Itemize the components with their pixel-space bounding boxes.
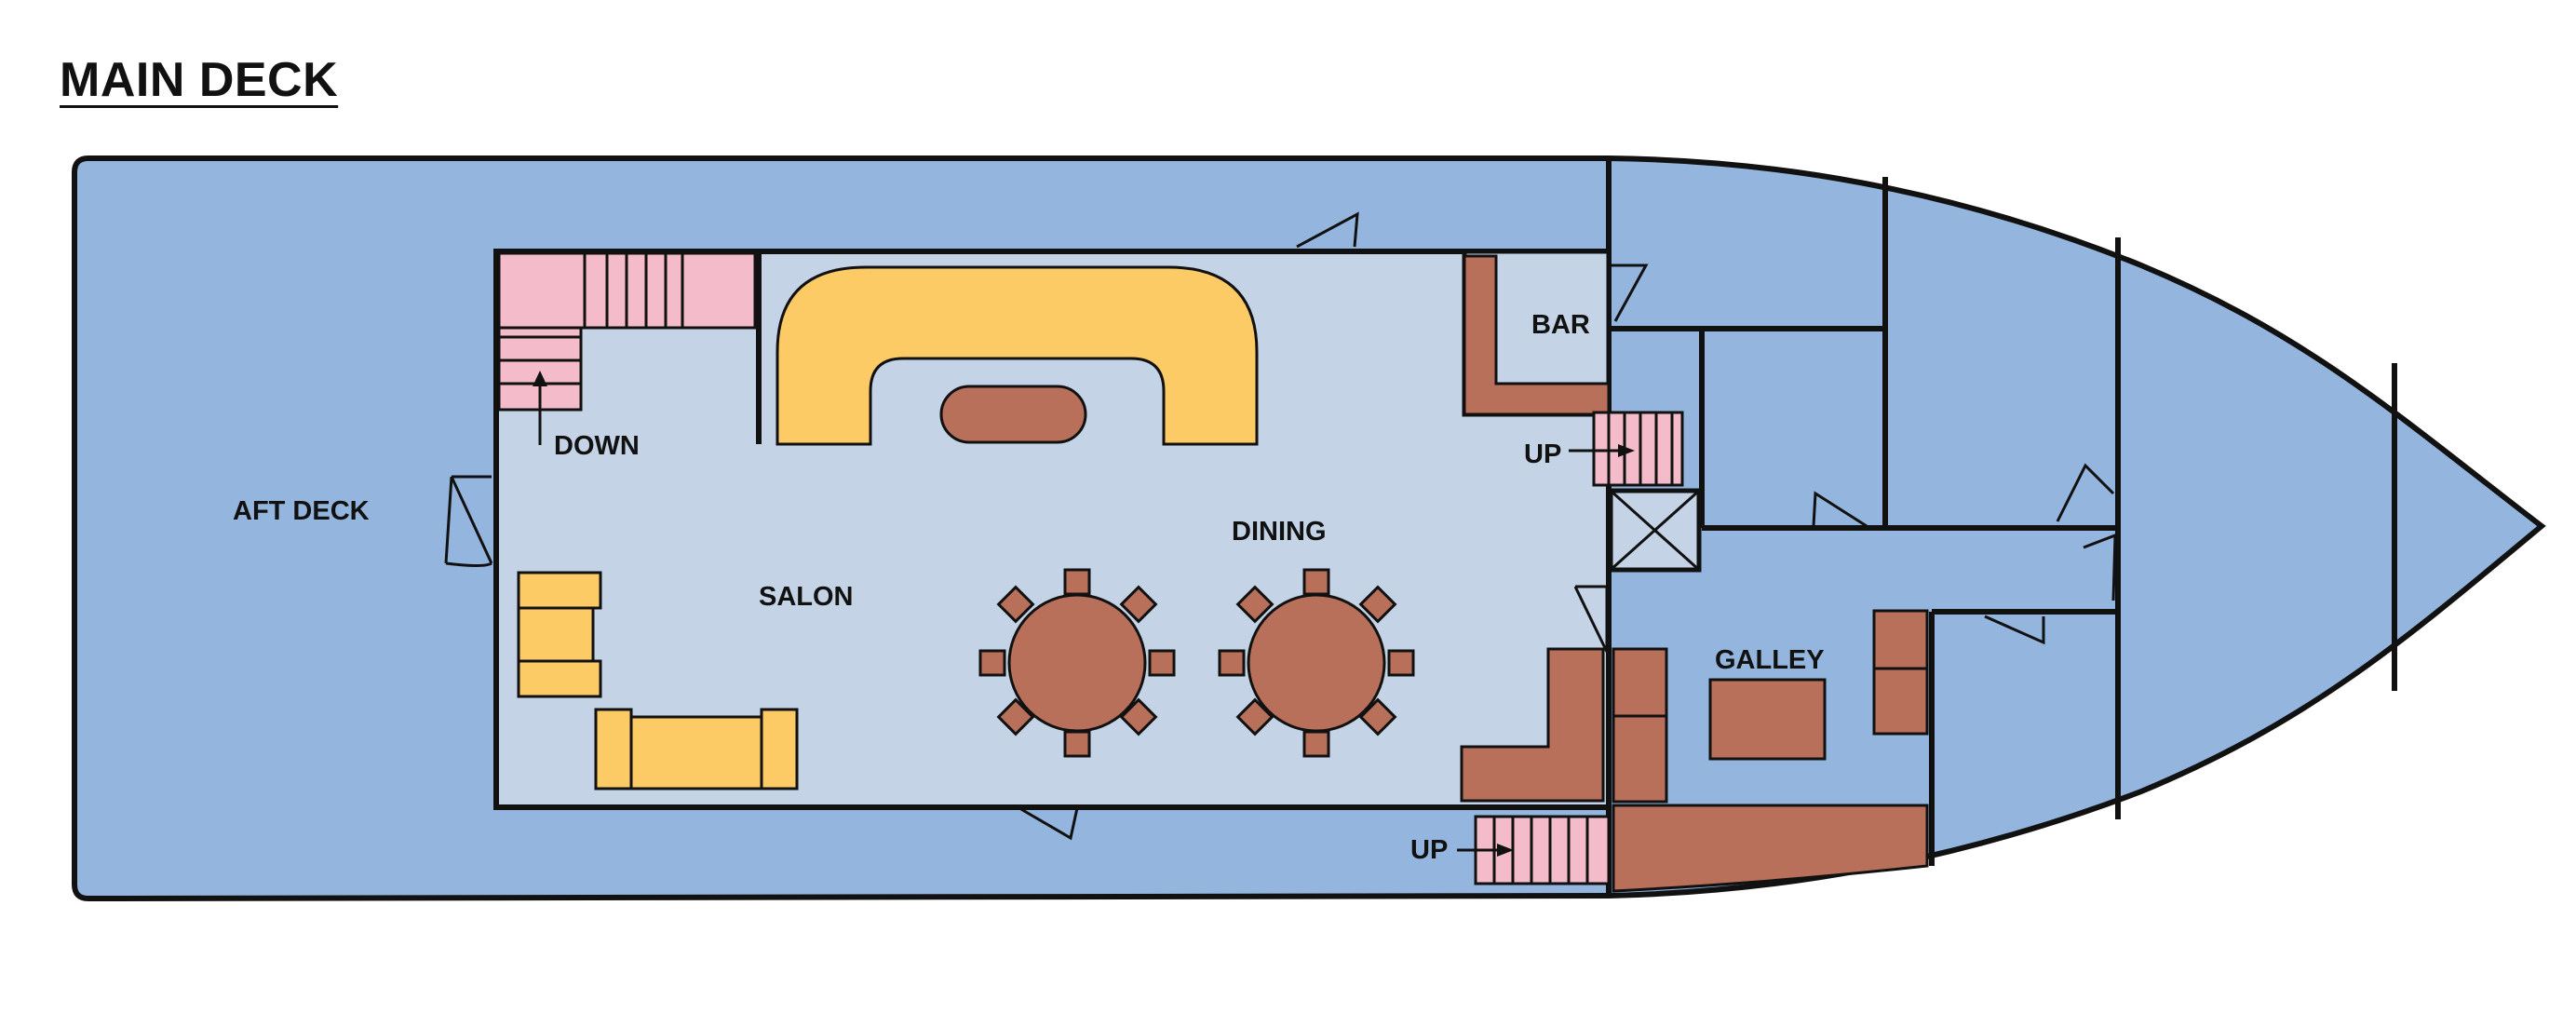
galley-label: GALLEY xyxy=(1715,645,1825,675)
up-label-bar: UP xyxy=(1524,439,1561,469)
elevator-shaft xyxy=(1608,488,1702,573)
up-arrow-bar xyxy=(1569,444,1635,457)
u-sofa xyxy=(775,265,1259,446)
down-arrow xyxy=(533,371,547,445)
bar-label: BAR xyxy=(1531,310,1590,340)
bar-counter xyxy=(1463,254,1611,416)
armchair xyxy=(517,571,602,698)
doors xyxy=(444,211,2117,841)
aft-deck-label: AFT DECK xyxy=(233,496,370,526)
up-arrow-lower xyxy=(1457,844,1514,857)
salon-counter xyxy=(1460,647,1605,803)
dining-table-2 xyxy=(1218,568,1415,758)
page-title: MAIN DECK xyxy=(60,53,339,107)
dining-table-1 xyxy=(978,568,1176,758)
galley-counters xyxy=(1612,609,1929,893)
dining-label: DINING xyxy=(1232,517,1327,547)
salon-label: SALON xyxy=(759,582,854,612)
sofa xyxy=(594,708,799,791)
coffee-table xyxy=(939,385,1087,444)
down-label: DOWN xyxy=(554,431,640,461)
up-label-lower: UP xyxy=(1410,835,1448,865)
bar-stairs xyxy=(1592,411,1684,487)
